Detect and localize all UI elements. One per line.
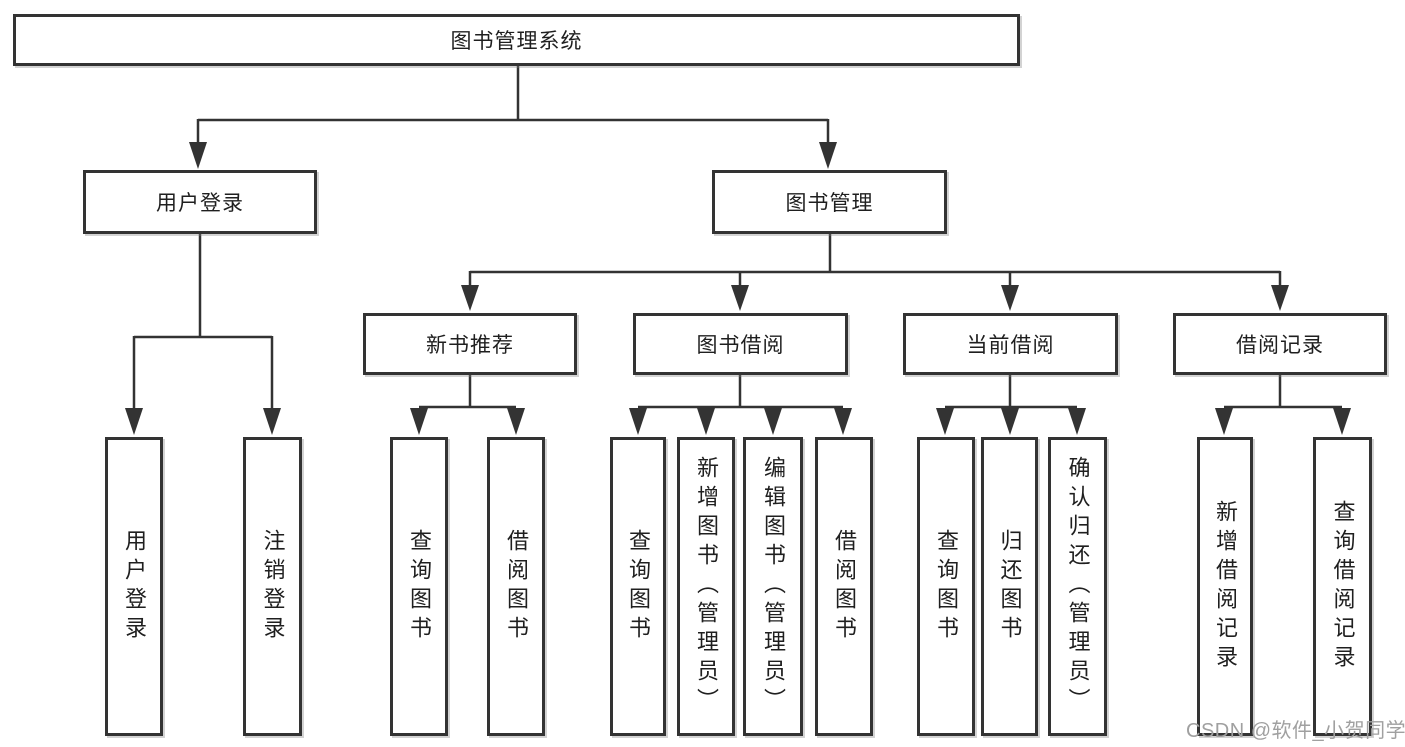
node-book-borrow: 图书借阅 (633, 313, 848, 375)
edge-book-borrow-to-children (638, 375, 843, 409)
edge-user-login-to-children (132, 234, 274, 410)
node-leaf-query-book-2: 查询图书 (610, 437, 666, 736)
leaf-label: 编辑图书（管理员） (761, 456, 786, 717)
leaf-label: 注销登录 (260, 528, 286, 645)
leaf-label: 查询图书 (407, 528, 432, 645)
leaf-label: 借阅图书 (832, 528, 857, 645)
edge-new-book-rec-to-children (419, 375, 516, 409)
arrow-down-icon (834, 408, 852, 435)
node-new-book-recommend: 新书推荐 (363, 313, 577, 375)
node-leaf-confirm-return-admin: 确认归还（管理员） (1048, 437, 1107, 736)
node-leaf-return-book: 归还图书 (981, 437, 1038, 736)
leaf-label: 查询借阅记录 (1330, 499, 1356, 674)
node-leaf-edit-book-admin: 编辑图书（管理员） (743, 437, 803, 736)
arrow-down-icon (507, 408, 525, 435)
node-root-system: 图书管理系统 (13, 14, 1020, 66)
arrow-down-icon (461, 285, 479, 311)
arrow-down-icon (1001, 285, 1019, 311)
edge-current-borrow-to-children (945, 375, 1077, 409)
leaf-label: 查询图书 (934, 528, 959, 645)
arrow-down-icon (1333, 408, 1351, 435)
node-leaf-add-book-admin: 新增图书（管理员） (677, 437, 735, 736)
node-leaf-user-login: 用户登录 (105, 437, 163, 736)
arrow-down-icon (1001, 408, 1019, 435)
node-leaf-add-borrow-record: 新增借阅记录 (1197, 437, 1253, 736)
arrow-down-icon (125, 408, 143, 435)
edge-book-mgmt-to-children (468, 234, 1282, 287)
arrow-down-icon (1215, 408, 1233, 435)
arrow-down-icon (189, 142, 207, 169)
node-leaf-borrow-book-2: 借阅图书 (815, 437, 873, 736)
leaf-label: 新增图书（管理员） (694, 456, 719, 717)
node-leaf-query-borrow-record: 查询借阅记录 (1313, 437, 1372, 736)
node-user-login: 用户登录 (83, 170, 317, 234)
arrow-down-icon (629, 408, 647, 435)
node-leaf-query-book-3: 查询图书 (917, 437, 975, 736)
arrow-down-icon (263, 408, 281, 435)
leaf-label: 查询图书 (626, 528, 651, 645)
node-leaf-query-book-1: 查询图书 (390, 437, 448, 736)
arrow-down-icon (731, 285, 749, 311)
edge-root-to-level2 (196, 66, 830, 146)
leaf-label: 用户登录 (122, 528, 147, 645)
node-leaf-logout: 注销登录 (243, 437, 302, 736)
arrow-down-icon (819, 142, 837, 169)
leaf-label: 新增借阅记录 (1213, 499, 1238, 674)
arrow-down-icon (697, 408, 715, 435)
leaf-label: 确认归还（管理员） (1065, 456, 1091, 717)
node-borrow-records: 借阅记录 (1173, 313, 1387, 375)
leaf-label: 归还图书 (997, 528, 1023, 645)
watermark: CSDN @软件_小贺同学 (1186, 720, 1405, 742)
node-book-management: 图书管理 (712, 170, 947, 234)
edge-borrow-records-to-children (1224, 375, 1342, 409)
arrow-down-icon (936, 408, 954, 435)
leaf-label: 借阅图书 (504, 528, 529, 645)
arrow-down-icon (764, 408, 782, 435)
node-leaf-borrow-book-1: 借阅图书 (487, 437, 545, 736)
arrow-down-icon (410, 408, 428, 435)
arrow-down-icon (1271, 285, 1289, 311)
node-current-borrow: 当前借阅 (903, 313, 1118, 375)
arrow-down-icon (1068, 408, 1086, 435)
